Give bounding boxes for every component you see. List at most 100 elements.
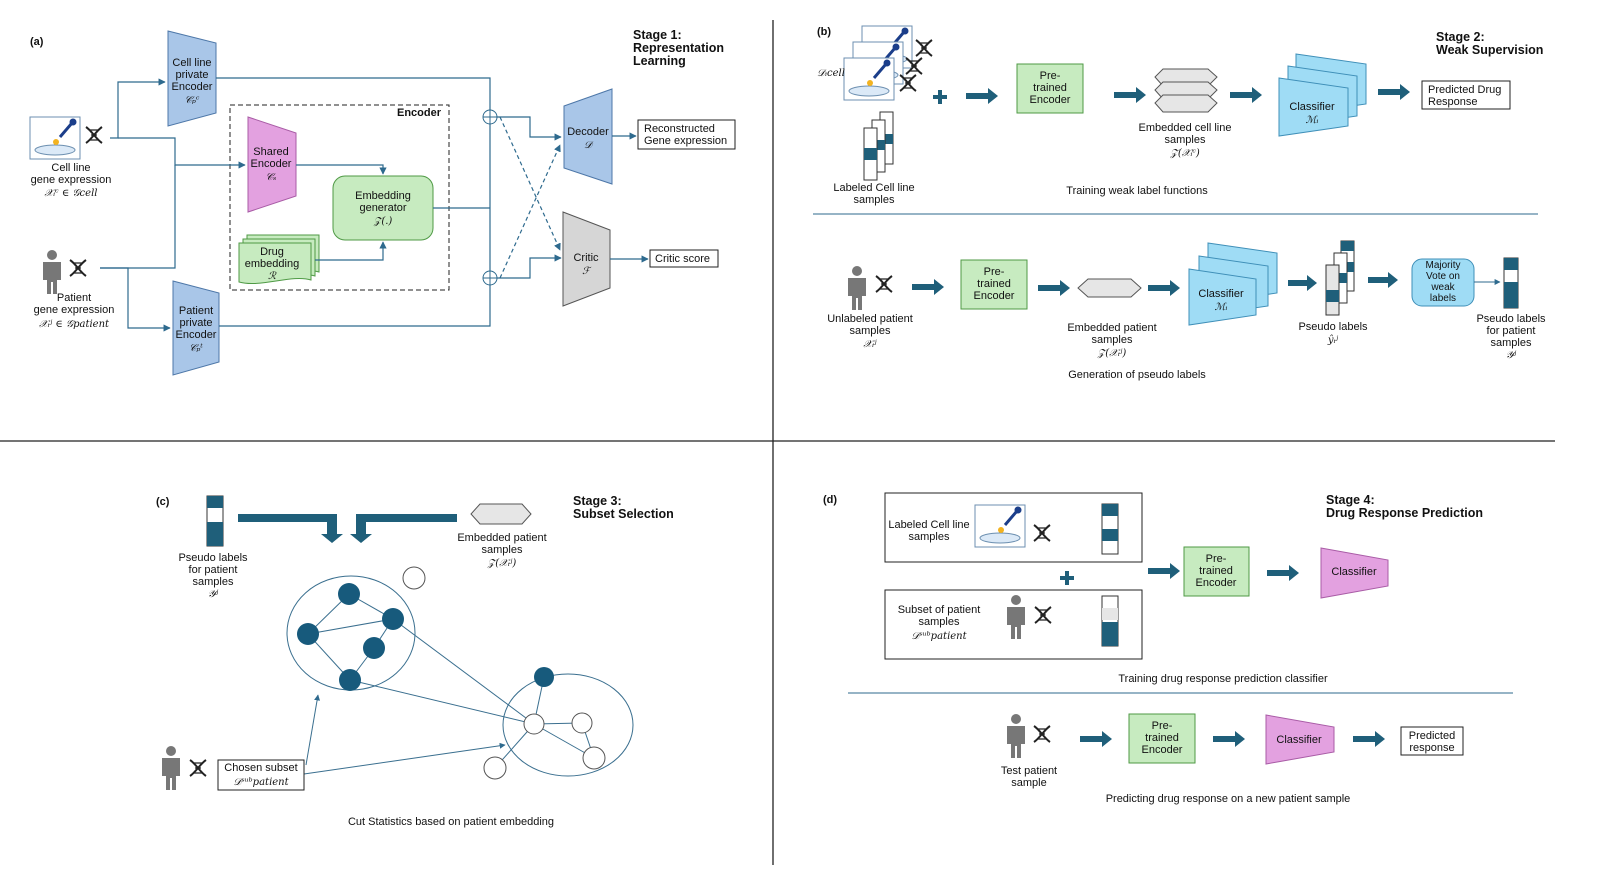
dna-icon [1033, 725, 1051, 743]
d-classifier-label: Classifier [1331, 566, 1377, 578]
pretrained-encoder-line1: Pre- [1040, 70, 1061, 82]
c-embedded-patient-line1: Embedded patient [457, 532, 546, 544]
c-pseudo-labels-line4: 𝒴ʲ [208, 589, 219, 600]
embedded-cell-line3: 𝒵(𝒳ᵢᶜ) [1169, 148, 1200, 159]
pretrained-encoder-line2: trained [977, 278, 1011, 290]
cell-private-encoder-line4: 𝒞ₚᶜ [185, 95, 200, 106]
stage1-title-line1: Stage 1: [633, 28, 682, 42]
merge-arrows [238, 514, 457, 543]
cell-dish-icon [28, 115, 82, 161]
stage1-title-line3: Learning [633, 54, 686, 68]
panel-c: (c) Stage 3: Subset Selection Pseudo lab… [156, 494, 674, 828]
arrow-icon [966, 88, 998, 104]
drug-embedding-line2: embedding [245, 258, 299, 270]
cell-input-line1: Cell line [51, 162, 90, 174]
reconstructed-box [637, 119, 736, 150]
d-pretrained-encoder-line3: Encoder [1142, 744, 1183, 756]
classifier-top-line1: Classifier [1289, 101, 1335, 113]
panel-d: (d) Stage 4: Drug Response Prediction La… [823, 492, 1513, 805]
arrow-icon [1114, 87, 1146, 103]
shared-encoder-line1: Shared [253, 146, 288, 158]
training-classifier-caption: Training drug response prediction classi… [1118, 673, 1328, 685]
c-embedded-patient-line3: 𝒵(𝒳ᵢʲ) [487, 558, 517, 569]
cell-private-encoder-line3: Encoder [172, 81, 213, 93]
c-embedded-patient-line2: samples [482, 544, 523, 556]
panel-b-label: (b) [817, 26, 831, 38]
label-vector-stack [863, 111, 894, 181]
embedded-cell-line2: samples [1165, 134, 1206, 146]
predicted-drug-response-line2: Response [1428, 96, 1478, 108]
pretrained-encoder-box [1016, 63, 1084, 114]
patient-private-encoder-line1: Patient [179, 305, 213, 317]
predicted-response-line1: Predicted [1409, 730, 1455, 742]
predicted-response-line2: response [1409, 742, 1454, 754]
patient-person-icon [848, 266, 866, 310]
pseudo-labels-for-patient-line3: samples [1491, 337, 1532, 349]
stage4-title-line2: Drug Response Prediction [1326, 506, 1483, 520]
arrow-icon [1378, 84, 1410, 100]
pseudo-labels-line2: ŷᵢʲ [1327, 335, 1339, 346]
cell-private-encoder-shape [167, 30, 217, 127]
critic-line1: Critic [573, 252, 599, 264]
dna-icon [189, 759, 207, 777]
panel-a-label: (a) [30, 36, 44, 48]
classifier-stack-bottom [1188, 242, 1278, 326]
unlabeled-patient-line2: samples [850, 325, 891, 337]
pretrained-encoder-box [1183, 546, 1250, 597]
embedded-patient-line2: samples [1092, 334, 1133, 346]
label-vector [1101, 503, 1119, 555]
predicted-drug-response-box [1421, 80, 1511, 110]
cut-statistics-caption: Cut Statistics based on patient embeddin… [348, 816, 554, 828]
predicted-drug-response-line1: Predicted Drug [1428, 84, 1501, 96]
embedded-patient-hexagon [470, 503, 532, 525]
shared-encoder-line3: 𝒞ₛ [266, 172, 277, 183]
reconstructed-line2: Gene expression [644, 135, 727, 147]
patient-private-encoder-shape [172, 280, 220, 376]
arrow-icon [1267, 565, 1299, 581]
pretrained-encoder-line3: Encoder [1030, 94, 1071, 106]
decoder-line2: 𝒟 [584, 140, 594, 151]
reconstructed-line1: Reconstructed [644, 123, 715, 135]
patient-person-icon [162, 746, 180, 790]
pseudo-labels-for-patient-line2: for patient [1487, 325, 1536, 337]
embedded-patient-line3: 𝒵(𝒳ᵢʲ) [1097, 348, 1127, 359]
graph-nodes [297, 566, 606, 780]
plus-icon [483, 271, 497, 285]
stage3-title-line1: Stage 3: [573, 494, 622, 508]
graph-edges [286, 575, 634, 777]
stage1-title-line2: Representation [633, 41, 724, 55]
embedding-generator-line1: Embedding [355, 190, 411, 202]
encoder-group-box [229, 104, 450, 291]
subset-patient-line3: 𝒟ˢᵘᵇpatient [911, 631, 967, 642]
encoder-group-label: Encoder [397, 107, 442, 119]
arrow-icon [1288, 275, 1317, 291]
cell-dish-icon [973, 503, 1027, 549]
panel-c-label: (c) [156, 496, 170, 508]
dna-icon [875, 275, 893, 293]
training-weak-caption: Training weak label functions [1066, 185, 1208, 197]
d-cell-label: 𝒟ᵢcell [817, 68, 845, 79]
arrow-icon [1213, 731, 1245, 747]
cell-input-line2: gene expression [31, 174, 112, 186]
arrow-icon [1353, 731, 1385, 747]
shared-encoder-line2: Encoder [251, 158, 292, 170]
majority-vote-line2: Vote on [1426, 271, 1460, 282]
panel-d-label: (d) [823, 494, 837, 506]
decoder-line1: Decoder [567, 126, 609, 138]
pseudo-labels-for-patient-line1: Pseudo labels [1476, 313, 1546, 325]
predicted-response-box [1400, 726, 1464, 756]
arrow-icon [1080, 731, 1112, 747]
pseudo-label-vector [1503, 257, 1519, 309]
stage3-title-line2: Subset Selection [573, 507, 674, 521]
d-pretrained-encoder-line3: Encoder [1196, 577, 1237, 589]
cell-dish-icon [842, 56, 896, 102]
cell-private-encoder-line2: private [175, 69, 208, 81]
shared-encoder-shape [247, 116, 297, 213]
pseudo-label-stack [1325, 240, 1355, 316]
majority-vote-line4: labels [1430, 293, 1456, 304]
drug-embedding-shape [238, 242, 312, 284]
d-pretrained-encoder-line2: trained [1145, 732, 1179, 744]
d-labeled-cell-line1: Labeled Cell line [888, 519, 969, 531]
decoder-shape [563, 88, 613, 185]
stage2-title-line1: Stage 2: [1436, 30, 1485, 44]
